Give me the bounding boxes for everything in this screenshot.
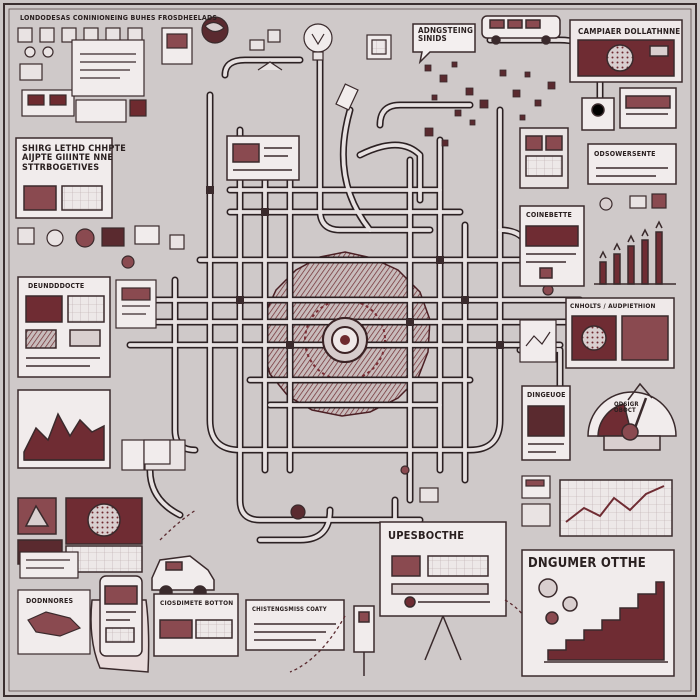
central-hub-overlay xyxy=(322,317,368,363)
top-left-icons xyxy=(17,27,147,123)
right-small-docs xyxy=(521,475,551,527)
campaign-dashboard xyxy=(569,19,683,83)
speech-bubble-text: ADNGSTEING SINIDS xyxy=(418,26,474,44)
area-chart-panel xyxy=(17,389,111,469)
right-label-audition: CNHOLTS / AUDPIETHION xyxy=(570,302,656,310)
speech-bubble xyxy=(412,23,476,65)
right-small-doc xyxy=(519,319,557,363)
gauge-label: ODSIGR OBOCT xyxy=(614,401,639,415)
right-label-odsowersente: ODSOWERSENTE xyxy=(594,150,656,158)
dashed-arrows xyxy=(159,509,533,673)
inner-small-items xyxy=(143,439,439,520)
deunddocte-panel xyxy=(17,276,111,378)
right-label-coinebette: COINEBETTE xyxy=(526,211,573,219)
odsowersente-panel xyxy=(587,143,677,185)
left-label-deunddocte: DEUNDDDOCTE xyxy=(28,282,85,290)
bottom-left-side-icons xyxy=(17,551,91,655)
bottom-box-2-label: CHISTENGSMISS COATY xyxy=(252,606,327,613)
bus-icon xyxy=(481,15,561,45)
bar-chart-arrows xyxy=(594,220,676,285)
top-right-docs xyxy=(519,87,677,189)
top-center-icons xyxy=(161,16,392,111)
update-board-label: UPESBOCTHE xyxy=(388,529,465,542)
dingeuoe-doc xyxy=(521,385,571,461)
update-board xyxy=(379,521,507,661)
gauge-icon xyxy=(587,382,677,451)
phone-in-hand xyxy=(90,575,150,673)
bottom-box-1-label: CIOSDIMETE BOTTON xyxy=(160,599,234,607)
doc-label-dingeuoe: DINGEUOE xyxy=(527,391,566,399)
right-line-chart xyxy=(559,479,673,537)
bottom-box-1 xyxy=(153,593,239,657)
stairs-chart-label: DNGUMER OTTHE xyxy=(528,556,646,571)
audition-panel xyxy=(565,297,675,369)
side-doc xyxy=(115,279,157,329)
left-icons-row xyxy=(17,225,185,269)
strategy-title: SHIRG LETHD CHHPTE AIJPTE GIIINTE NNE ST… xyxy=(22,144,126,173)
scatter-symbols xyxy=(424,61,556,147)
campaign-header: CAMPIAER DOLLATHNNE xyxy=(578,27,681,36)
inner-doc-top xyxy=(226,135,300,181)
stairs-chart-panel xyxy=(521,549,675,677)
top-left-header: LONDODESAS CONINIONEING BUHES FROSDHEELA… xyxy=(20,14,218,22)
coinebette-panel xyxy=(519,205,585,287)
strategy-panel xyxy=(15,137,113,219)
usb-stick xyxy=(353,605,375,676)
bottom-left-label: DODNNORES xyxy=(26,597,74,605)
